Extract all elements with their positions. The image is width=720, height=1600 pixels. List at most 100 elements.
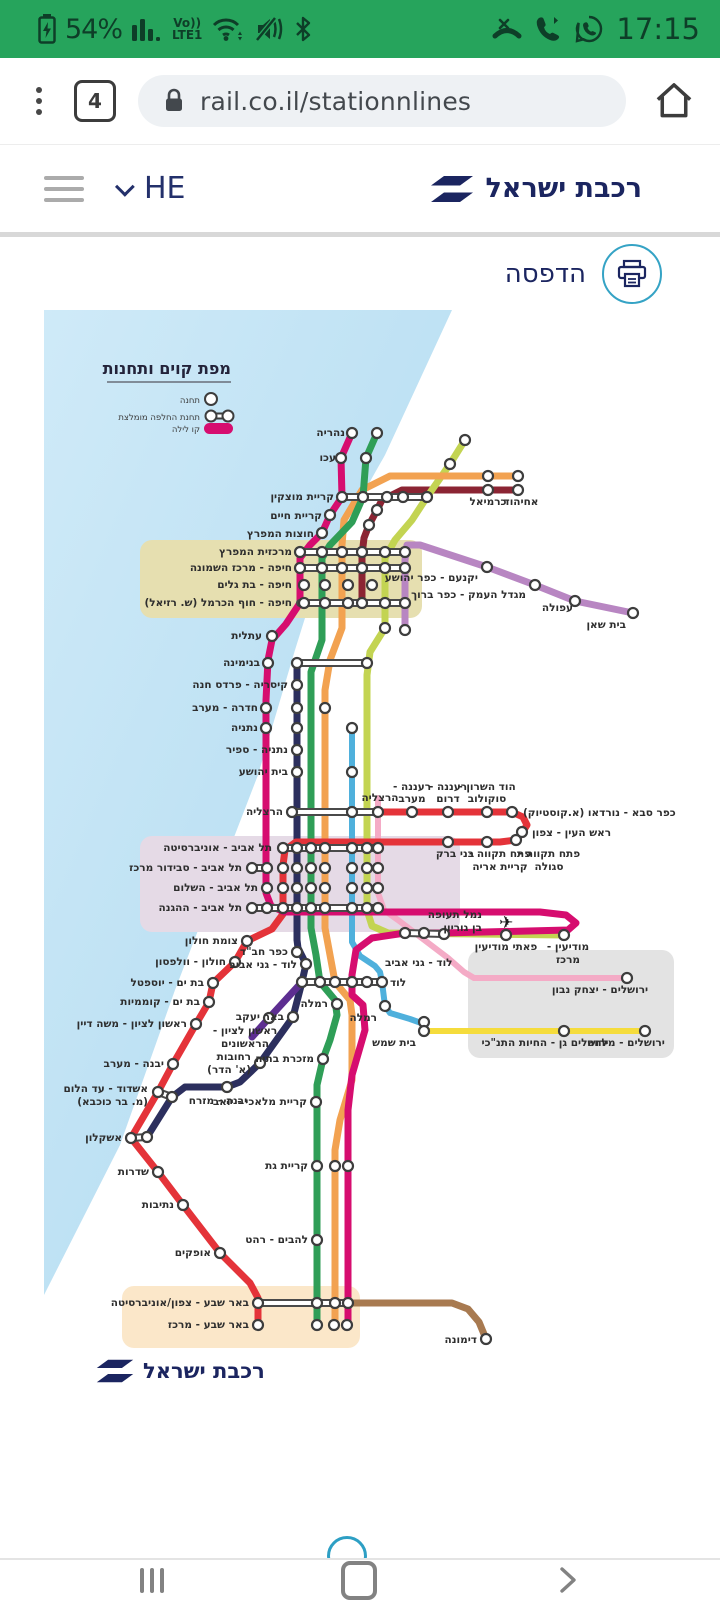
android-nav-bar bbox=[0, 1558, 720, 1600]
station-node bbox=[290, 861, 304, 875]
printer-icon bbox=[617, 259, 647, 287]
map-label: באר שבע - מרכז bbox=[168, 1319, 249, 1331]
station-node bbox=[318, 901, 332, 915]
hamburger-menu-icon[interactable] bbox=[44, 175, 84, 202]
station-node bbox=[441, 805, 455, 819]
map-label: צומת חולון bbox=[185, 935, 238, 947]
map-label: נמל תעופה bbox=[428, 909, 482, 921]
station-node bbox=[220, 1080, 234, 1094]
station-node bbox=[480, 805, 494, 819]
map-label: קריית אריה bbox=[472, 861, 527, 873]
station-node bbox=[315, 526, 329, 540]
map-label: תל אביב - השלום bbox=[173, 882, 258, 894]
map-label: רעננה - bbox=[429, 781, 467, 793]
url-bar[interactable]: rail.co.il/stationnlines bbox=[138, 75, 626, 127]
site-logo-text: רכבת ישראל bbox=[485, 173, 642, 204]
map-label: חיפה - חוף הכרמל (ש. רזיאל) bbox=[144, 597, 292, 609]
station-node bbox=[420, 490, 434, 504]
station-node bbox=[441, 835, 455, 849]
station-node bbox=[328, 1296, 342, 1310]
tab-switcher[interactable]: 4 bbox=[74, 80, 116, 122]
language-selector[interactable]: HE bbox=[114, 171, 186, 206]
station-node bbox=[309, 1095, 323, 1109]
station-node bbox=[370, 503, 384, 517]
station-node bbox=[345, 975, 359, 989]
station-node bbox=[310, 1296, 324, 1310]
station-node bbox=[345, 901, 359, 915]
station-node bbox=[261, 656, 275, 670]
map-label: בת ים - קוממיות bbox=[120, 996, 200, 1008]
rail-logo-icon bbox=[431, 175, 474, 202]
station-node bbox=[151, 1085, 165, 1099]
station-node bbox=[480, 560, 494, 574]
station-node bbox=[365, 578, 379, 592]
station-node bbox=[398, 623, 412, 637]
recents-button[interactable] bbox=[140, 1567, 164, 1593]
map-label: הרצליה bbox=[246, 806, 283, 818]
station-node bbox=[371, 901, 385, 915]
map-label: חיפה - מרכז השמונה bbox=[190, 562, 292, 574]
station-node bbox=[253, 1056, 267, 1070]
station-node bbox=[335, 490, 349, 504]
station-node bbox=[202, 995, 216, 1009]
back-button[interactable] bbox=[554, 1565, 580, 1595]
home-icon[interactable] bbox=[652, 79, 696, 123]
print-button[interactable] bbox=[602, 243, 662, 304]
station-node bbox=[299, 957, 313, 971]
map-label: תחנה bbox=[180, 396, 200, 406]
station-node bbox=[290, 656, 304, 670]
map-label: רעננה - bbox=[393, 781, 431, 793]
station-node bbox=[176, 1198, 190, 1212]
station-node bbox=[259, 721, 273, 735]
map-label: קריית גת bbox=[265, 1160, 308, 1172]
map-label: מגדל העמק - כפר ברוך bbox=[411, 589, 526, 601]
map-label: באר שבע - צפון/אוניברסיטה bbox=[111, 1297, 249, 1309]
station-node bbox=[360, 861, 374, 875]
map-label: עתלית bbox=[231, 630, 262, 642]
station-node bbox=[345, 841, 359, 855]
map-label: יקנעם - כפר יהושע bbox=[385, 572, 478, 584]
station-node bbox=[378, 561, 392, 575]
map-label: קריית חיים bbox=[270, 510, 322, 522]
green-line bbox=[307, 429, 381, 1329]
map-label: בית יהושע bbox=[239, 766, 288, 778]
station-node bbox=[345, 721, 359, 735]
site-logo[interactable]: רכבת ישראל bbox=[429, 173, 642, 204]
station-node bbox=[286, 1010, 300, 1024]
station-node bbox=[360, 656, 374, 670]
station-node bbox=[371, 861, 385, 875]
station-node bbox=[276, 901, 290, 915]
print-row: הדפסה bbox=[0, 237, 720, 310]
map-label: מרכזית המפרץ bbox=[219, 546, 292, 558]
jezreel-valley-line bbox=[401, 541, 637, 634]
station-node bbox=[245, 861, 259, 875]
station-node bbox=[310, 1318, 324, 1332]
browser-menu-icon[interactable] bbox=[30, 81, 48, 121]
map-label: תל אביב - סבידור מרכז bbox=[129, 862, 242, 874]
station-node bbox=[293, 545, 307, 559]
map-label: דרום bbox=[436, 793, 459, 805]
station-node bbox=[378, 596, 392, 610]
map-label: תל אביב - ההגנה bbox=[159, 902, 242, 914]
map-label: ירושלים - מלחה bbox=[587, 1037, 665, 1049]
station-node bbox=[638, 1024, 652, 1038]
station-node bbox=[124, 1131, 138, 1145]
home-button[interactable] bbox=[341, 1560, 377, 1600]
map-label: ראשון לציון - משה דיין bbox=[77, 1018, 187, 1030]
station-node bbox=[341, 1296, 355, 1310]
station-node bbox=[511, 469, 525, 483]
station-node bbox=[151, 1165, 165, 1179]
station-node bbox=[276, 861, 290, 875]
station-node bbox=[330, 997, 344, 1011]
map-label: סוקולוב bbox=[468, 793, 506, 805]
station-node bbox=[293, 561, 307, 575]
map-label: הרצליה bbox=[361, 792, 398, 804]
airport-plane-icon: ✈ bbox=[499, 913, 513, 933]
station-node bbox=[371, 841, 385, 855]
map-label: שדרות bbox=[118, 1166, 149, 1178]
station-node bbox=[290, 743, 304, 757]
station-node bbox=[276, 881, 290, 895]
station-node bbox=[458, 433, 472, 447]
station-node bbox=[297, 596, 311, 610]
